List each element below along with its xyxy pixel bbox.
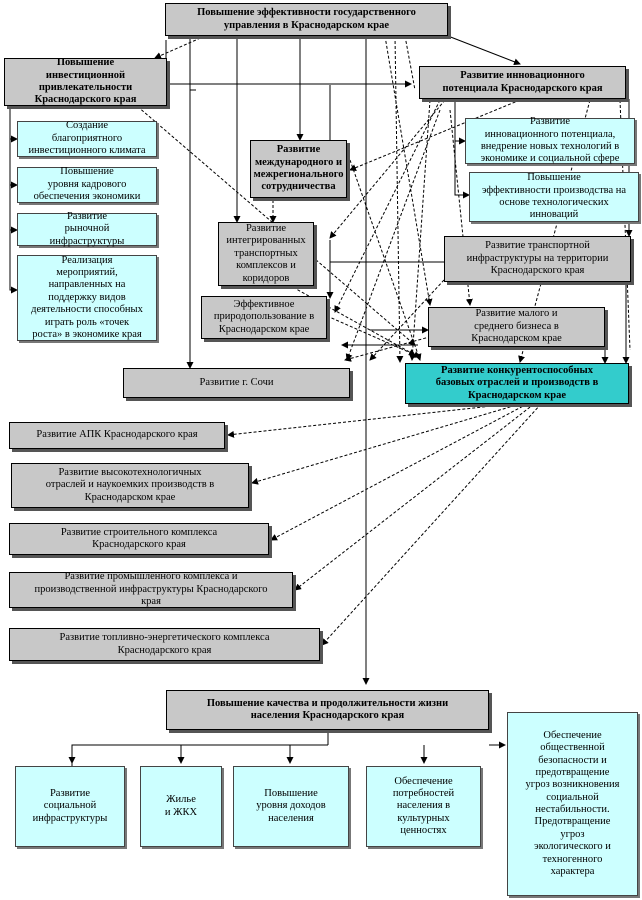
box-culture: Обеспечение потребностей населения в кул… [366, 766, 481, 847]
box-personnel: Повышение уровня кадрового обеспечения э… [17, 166, 157, 203]
box-innovation: Развитие инновационного потенциала Красн… [419, 66, 626, 99]
box-energy: Развитие топливно-энергетического компле… [9, 628, 320, 661]
connector-7 [9, 106, 18, 294]
box-investment: Повышение инвестиционной привлекательнос… [4, 57, 167, 106]
box-life-quality: Повышение качества и продолжительности ж… [166, 690, 489, 730]
box-housing: Жилье и ЖКХ [140, 766, 222, 847]
box-inv-climate: Создание благоприятного инвестиционного … [17, 120, 157, 157]
box-sochi: Развитие г. Сочи [123, 368, 350, 398]
box-construction: Развитие строительного комплекса Краснод… [9, 523, 269, 555]
connector-31 [154, 35, 206, 59]
box-nature-use: Эффективное природопользование в Краснод… [201, 296, 327, 339]
box-small-business: Развитие малого и среднего бизнеса в Кра… [428, 307, 605, 347]
connector-37 [345, 109, 441, 361]
box-innov-tech: Развитие инновационного потенциала, внед… [465, 116, 635, 164]
box-transport-corridors: Развитие интегрированных транспортных ко… [218, 222, 314, 286]
connector-38 [329, 99, 446, 239]
box-competitive: Развитие конкурентоспособных базовых отр… [405, 363, 629, 404]
connector-35 [349, 99, 521, 171]
connector-48 [344, 329, 456, 362]
connector-34 [404, 35, 416, 91]
box-market-infra: Развитие рыночной инфраструктуры [17, 211, 157, 247]
box-hightech: Развитие высокотехнологичных отраслей и … [11, 463, 249, 508]
connector-51 [270, 403, 528, 541]
box-top-goal: Повышение эффективности государственного… [165, 3, 448, 36]
box-industry: Развитие промышленного комплекса и произ… [9, 571, 293, 608]
box-production-eff: Повышение эффективности производства на … [469, 172, 639, 222]
box-security: Обеспечение общественной безопасности и … [507, 712, 638, 896]
box-intl-coop: Развитие международного и межрегионально… [250, 140, 347, 198]
connector-11 [454, 99, 470, 199]
box-growth-points: Реализация мероприятий, направленных на … [17, 255, 157, 341]
box-social-infra: Развитие социальной инфраструктуры [15, 766, 125, 847]
connector-49 [227, 403, 511, 438]
connector-50 [251, 403, 521, 485]
connector-44 [279, 279, 416, 356]
connector-4 [296, 35, 366, 141]
connector-1 [447, 35, 521, 66]
connector-40 [408, 99, 431, 361]
connector-39 [449, 109, 473, 306]
connector-45 [349, 159, 422, 361]
connector-36 [334, 99, 441, 313]
connector-53 [321, 403, 542, 646]
box-apk: Развитие АПК Краснодарского края [9, 422, 225, 449]
connector-32 [394, 35, 404, 363]
box-income: Повышение уровня доходов населения [233, 766, 349, 847]
connector-47 [369, 279, 445, 361]
connector-33 [384, 35, 433, 306]
connector-52 [294, 403, 535, 591]
box-transport-infra: Развитие транспортной инфраструктуры на … [444, 236, 631, 282]
connector-46 [326, 315, 421, 358]
